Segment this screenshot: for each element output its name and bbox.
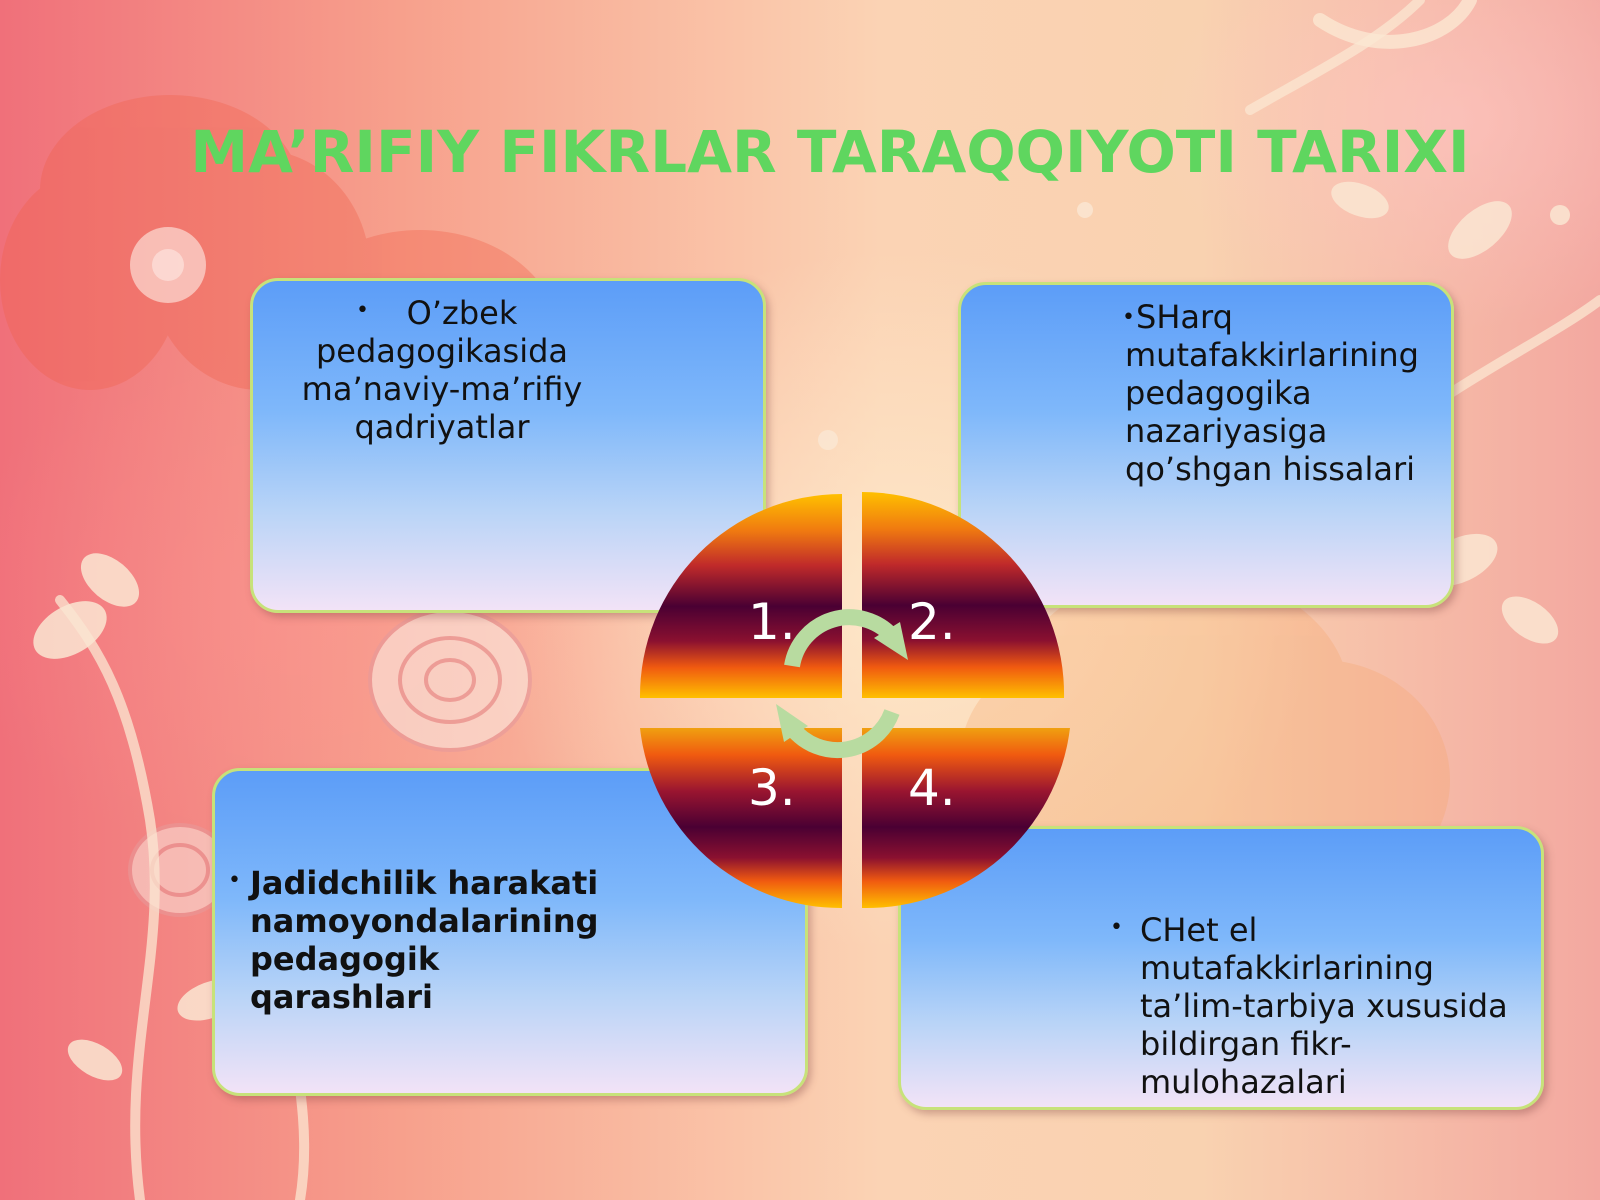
segment-4	[862, 728, 1070, 909]
bullet-3: •	[228, 868, 241, 893]
text-line: qo’shgan hissalari	[1125, 450, 1416, 488]
bullet-2: •	[1122, 305, 1135, 330]
text-line: mulohazalari	[1140, 1063, 1347, 1101]
topic-card-4	[898, 826, 1544, 1110]
segment-number-1: 1.	[748, 593, 796, 651]
text-line: mutafakkirlarining	[1125, 336, 1419, 374]
topic-card-2-text: SHarq mutafakkirlarining pedagogika naza…	[1125, 298, 1455, 488]
text-line: Jadidchilik harakati	[250, 864, 599, 902]
text-line: pedagogikasida	[315, 332, 569, 370]
flower-icon	[130, 227, 206, 303]
segment-1	[639, 494, 842, 698]
text-line: pedagogika	[1125, 374, 1312, 412]
segment-3	[640, 728, 842, 909]
cycle-diagram	[639, 492, 1070, 909]
text-line: bildirgan fikr-	[1140, 1025, 1352, 1063]
text-line: ta’lim-tarbiya xususida	[1140, 987, 1508, 1025]
slide-title: MA’RIFIY FIKRLAR TARAQQIYOTI TARIXI	[190, 118, 1470, 186]
text-line: SHarq	[1136, 298, 1233, 336]
topic-card-3-text: Jadidchilik harakati namoyondalarining p…	[250, 864, 670, 1016]
text-line: pedagogik	[250, 940, 440, 978]
text-line: mutafakkirlarining	[1140, 949, 1434, 987]
text-line: nazariyasiga	[1125, 412, 1328, 450]
text-line: ma’naviy-ma’rifiy	[301, 370, 583, 408]
text-line: CHet el	[1140, 911, 1258, 949]
bullet-4: •	[1110, 915, 1123, 940]
topic-card-1-text: O’zbek pedagogikasida ma’naviy-ma’rifiy …	[282, 294, 602, 446]
cycle-arrow-icon	[784, 609, 900, 758]
segment-number-4: 4.	[908, 759, 956, 817]
topic-card-4-text: CHet el mutafakkirlarining ta’lim-tarbiy…	[1140, 911, 1540, 1101]
bullet-1: •	[356, 298, 369, 323]
segment-number-3: 3.	[748, 759, 796, 817]
topic-card-2	[958, 282, 1454, 608]
segment-2	[862, 492, 1065, 698]
text-line: O’zbek	[406, 294, 518, 332]
text-line: qadriyatlar	[354, 408, 530, 446]
text-line: qarashlari	[250, 978, 434, 1016]
topic-card-1	[250, 278, 766, 613]
segment-number-2: 2.	[908, 593, 956, 651]
text-line: namoyondalarining	[250, 902, 599, 940]
